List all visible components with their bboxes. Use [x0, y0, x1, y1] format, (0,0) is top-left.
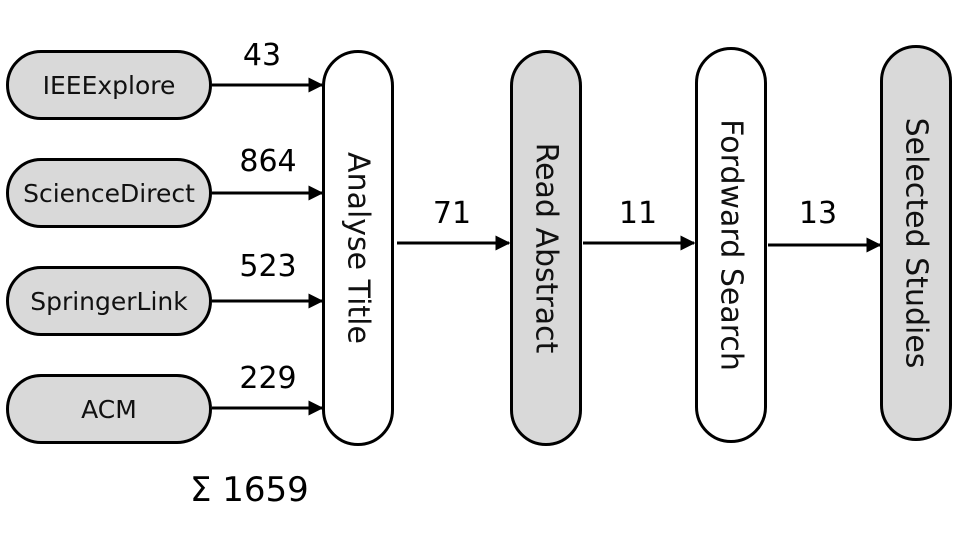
source-label: IEEExplore — [42, 70, 176, 100]
source-label: SpringerLink — [30, 286, 188, 316]
stage-label: Selected Studies — [898, 117, 934, 369]
stage-label: Analyse Title — [340, 152, 376, 344]
count-ieeexplore: 43 — [242, 38, 282, 73]
total-sum: Σ 1659 — [190, 470, 309, 510]
source-ieeexplore: IEEExplore — [6, 50, 212, 120]
count-acm: 229 — [239, 361, 297, 396]
source-acm: ACM — [6, 374, 212, 444]
source-sciencedirect: ScienceDirect — [6, 158, 212, 228]
stage-forward-search: Fordward Search — [695, 47, 767, 443]
count-after-abstract: 11 — [618, 196, 658, 231]
stage-analyse-title: Analyse Title — [322, 50, 394, 446]
source-springerlink: SpringerLink — [6, 266, 212, 336]
stage-label: Fordward Search — [713, 119, 749, 371]
source-label: ScienceDirect — [23, 178, 195, 208]
count-after-title: 71 — [432, 196, 472, 231]
source-label: ACM — [81, 394, 137, 424]
stage-selected-studies: Selected Studies — [880, 45, 952, 441]
count-sciencedirect: 864 — [239, 144, 297, 179]
count-after-forward: 13 — [798, 196, 838, 231]
stage-read-abstract: Read Abstract — [510, 50, 582, 446]
stage-label: Read Abstract — [528, 142, 564, 354]
count-springerlink: 523 — [239, 249, 297, 284]
